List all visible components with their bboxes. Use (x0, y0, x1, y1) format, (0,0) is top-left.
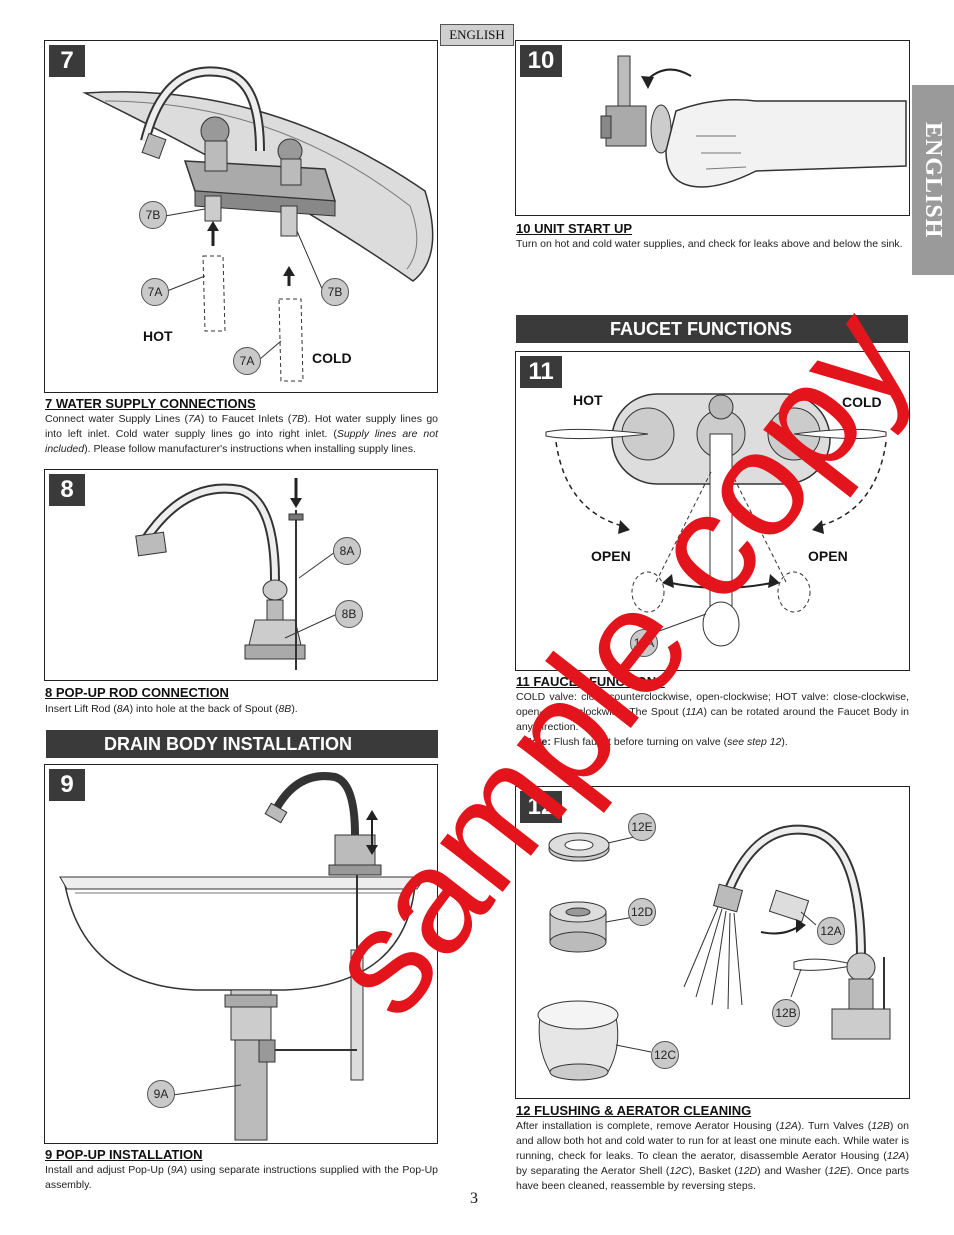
faucet-functions-illustration (545, 393, 887, 647)
step11-title: 11 FAUCET FUNCTIONS (516, 674, 665, 689)
callout-12d: 12D (628, 898, 656, 926)
callout-8b: 8B (335, 600, 363, 628)
faucet-supply-illustration (82, 66, 434, 382)
aerator-cleaning-illustration (537, 824, 891, 1081)
callout-7a-left: 7A (141, 278, 169, 306)
step11-body: COLD valve: close-counterclockwise, open… (516, 691, 909, 733)
callout-12c: 12C (651, 1041, 679, 1069)
step7-title: 7 WATER SUPPLY CONNECTIONS (45, 396, 256, 411)
step8-number: 8 (49, 474, 85, 506)
step10-body: Turn on hot and cold water supplies, and… (516, 238, 903, 250)
step9-figure: 9 9A (44, 764, 438, 1144)
step8-figure: 8 8A 8B (44, 469, 438, 681)
step10-title: 10 UNIT START UP (516, 221, 633, 236)
cold-label: COLD (312, 350, 352, 366)
step11-number: 11 (520, 356, 562, 388)
step12-number: 12 (520, 791, 562, 823)
language-tag: ENGLISH (440, 24, 514, 46)
step12-title: 12 FLUSHING & AERATOR CLEANING (516, 1103, 752, 1118)
open-right-label: OPEN (808, 548, 848, 564)
step7-figure: 7 7B 7A 7B 7A HOT COLD (44, 40, 438, 393)
open-left-label: OPEN (591, 548, 631, 564)
hot-label: HOT (573, 392, 603, 408)
step9-title: 9 POP-UP INSTALLATION (45, 1147, 203, 1162)
callout-7b-top: 7B (139, 201, 167, 229)
step11-figure: 11 HOT COLD OPEN OPEN 11A (515, 351, 910, 671)
hot-label: HOT (143, 328, 173, 344)
step7-number: 7 (49, 45, 85, 77)
step8-title: 8 POP-UP ROD CONNECTION (45, 685, 229, 700)
drain-body-installation-band: DRAIN BODY INSTALLATION (46, 730, 438, 758)
callout-12e: 12E (628, 813, 656, 841)
page-number: 3 (470, 1190, 478, 1207)
callout-12a: 12A (817, 917, 845, 945)
step11-note: Note: Flush faucet before turning on val… (524, 736, 788, 748)
step10-figure: 10 (515, 40, 910, 216)
popup-installation-illustration (59, 772, 426, 1141)
callout-8a: 8A (333, 537, 361, 565)
step9-number: 9 (49, 769, 85, 801)
callout-11a: 11A (630, 629, 658, 657)
step10-number: 10 (520, 45, 562, 77)
popup-rod-illustration (135, 478, 336, 670)
callout-7a-bottom: 7A (233, 347, 261, 375)
unit-startup-illustration (600, 55, 907, 188)
callout-7b-right: 7B (321, 278, 349, 306)
faucet-functions-band: FAUCET FUNCTIONS (516, 315, 908, 343)
step9-body: Install and adjust Pop-Up (9A) using sep… (45, 1164, 438, 1191)
side-language-tab-label: ENGLISH (920, 121, 946, 239)
step12-body: After installation is complete, remove A… (516, 1120, 909, 1192)
callout-12b: 12B (772, 999, 800, 1027)
callout-9a: 9A (147, 1080, 175, 1108)
side-language-tab (912, 85, 954, 275)
step12-figure: 12 12E 12D 12C 1 (515, 786, 910, 1099)
cold-label: COLD (842, 394, 882, 410)
step8-body: Insert Lift Rod (8A) into hole at the ba… (45, 703, 298, 715)
step7-body: Connect water Supply Lines (7A) to Fauce… (45, 413, 438, 455)
